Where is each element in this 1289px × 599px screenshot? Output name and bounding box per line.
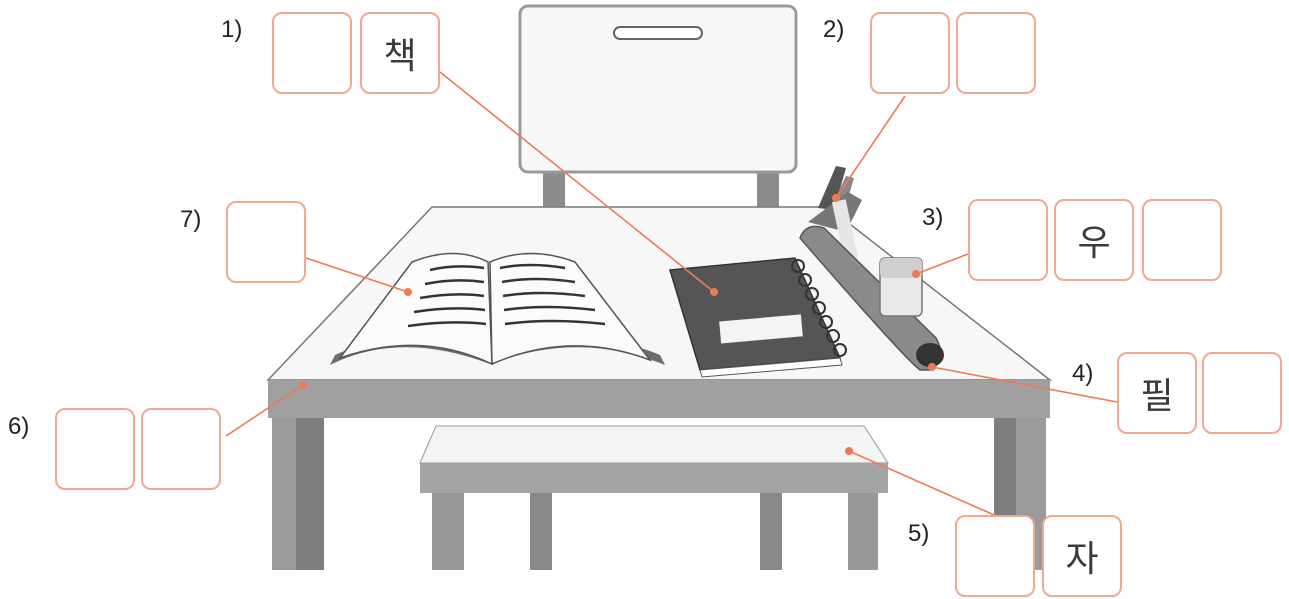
leader-line-3 <box>916 254 968 274</box>
label-number-4: 4) <box>1072 360 1093 388</box>
label-number-1: 1) <box>221 16 242 44</box>
desk <box>268 207 1050 570</box>
answer-box-4b[interactable] <box>1202 352 1282 434</box>
answer-box-1a[interactable] <box>272 12 352 94</box>
label-number-5: 5) <box>908 520 929 548</box>
leader-line-2 <box>836 96 905 198</box>
answer-box-2b[interactable] <box>956 12 1036 94</box>
chair <box>520 6 796 210</box>
answer-box-3b[interactable]: 우 <box>1054 199 1134 281</box>
answer-box-3c[interactable] <box>1142 199 1222 281</box>
answer-box-6a[interactable] <box>55 408 135 490</box>
answer-box-7a[interactable] <box>226 201 306 283</box>
label-number-6: 6) <box>8 413 29 441</box>
label-number-2: 2) <box>823 16 844 44</box>
answer-box-6b[interactable] <box>141 408 221 490</box>
answer-box-3a[interactable] <box>968 199 1048 281</box>
answer-box-5b[interactable]: 자 <box>1042 515 1122 597</box>
answer-box-1b[interactable]: 책 <box>360 12 440 94</box>
answer-box-4a[interactable]: 필 <box>1117 352 1197 434</box>
answer-box-5a[interactable] <box>955 515 1035 597</box>
answer-box-2a[interactable] <box>870 12 950 94</box>
bench <box>420 426 888 570</box>
label-number-7: 7) <box>180 206 201 234</box>
label-number-3: 3) <box>922 204 943 232</box>
